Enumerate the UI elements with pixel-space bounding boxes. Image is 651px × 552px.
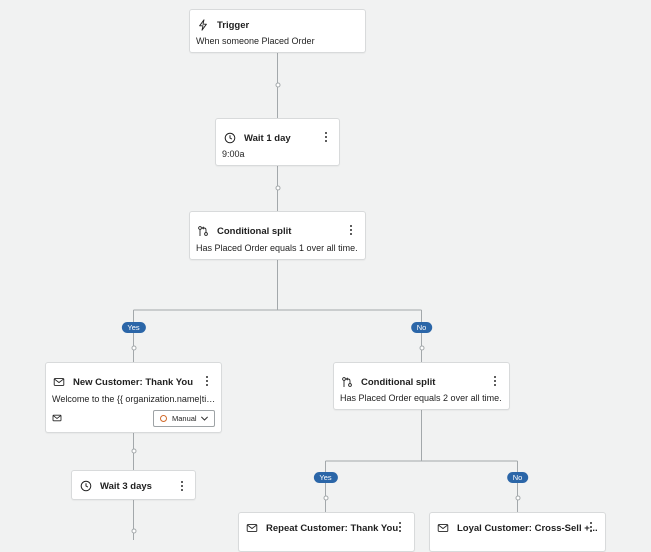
envelope-icon bbox=[53, 376, 65, 388]
sending-mode-value: Manual bbox=[172, 414, 197, 423]
chevron-down-icon bbox=[200, 414, 209, 423]
email-repeat-customer-card[interactable]: Repeat Customer: Thank You bbox=[238, 512, 415, 552]
wait-1-day-card[interactable]: Wait 1 day 9:00a bbox=[215, 118, 340, 166]
flow-connectors bbox=[133, 53, 518, 540]
wait-1-day-title: Wait 1 day bbox=[244, 132, 291, 144]
sending-mode-dropdown[interactable]: Manual bbox=[153, 410, 215, 427]
connector-dot[interactable] bbox=[131, 448, 136, 454]
conditional-split-title: Conditional split bbox=[361, 376, 436, 388]
email-new-customer-card[interactable]: New Customer: Thank You Welcome to the {… bbox=[45, 362, 222, 433]
connector-dot[interactable] bbox=[275, 82, 280, 88]
conditional-split-condition: Has Placed Order equals 1 over all time. bbox=[196, 243, 358, 253]
clock-icon bbox=[224, 132, 236, 144]
conditional-split-card[interactable]: Conditional split Has Placed Order equal… bbox=[189, 211, 366, 260]
branch-no-pill: No bbox=[506, 472, 529, 483]
email-title: Loyal Customer: Cross-Sell +... bbox=[457, 522, 598, 534]
conditional-split-condition: Has Placed Order equals 2 over all time. bbox=[340, 393, 502, 403]
connector-dot[interactable] bbox=[275, 185, 280, 191]
more-vertical-icon[interactable] bbox=[200, 372, 214, 390]
split-icon bbox=[197, 225, 209, 237]
flow-canvas: Yes No Yes No Trigger When someone Place… bbox=[45, 9, 606, 552]
clock-icon bbox=[80, 480, 92, 492]
more-vertical-icon[interactable] bbox=[393, 518, 407, 536]
more-vertical-icon[interactable] bbox=[488, 372, 502, 390]
connector-dot[interactable] bbox=[515, 495, 520, 501]
wait-1-day-time: 9:00a bbox=[222, 149, 245, 159]
trigger-title: Trigger bbox=[217, 19, 250, 31]
wait-3-days-card[interactable]: Wait 3 days bbox=[71, 470, 196, 500]
email-loyal-customer-card[interactable]: Loyal Customer: Cross-Sell +... bbox=[429, 512, 606, 552]
conditional-split-card[interactable]: Conditional split Has Placed Order equal… bbox=[333, 362, 510, 410]
split-icon bbox=[341, 376, 353, 388]
email-title: New Customer: Thank You bbox=[73, 376, 193, 388]
envelope-icon bbox=[52, 413, 62, 423]
wait-3-days-title: Wait 3 days bbox=[100, 480, 152, 492]
status-dot-icon bbox=[160, 415, 167, 422]
branch-yes-pill: Yes bbox=[121, 322, 146, 333]
email-preview-text: Welcome to the {{ organization.name|titl… bbox=[52, 394, 216, 404]
email-title: Repeat Customer: Thank You bbox=[266, 522, 399, 534]
connector-dot[interactable] bbox=[131, 528, 136, 534]
connector-dot[interactable] bbox=[323, 495, 328, 501]
branch-yes-pill: Yes bbox=[313, 472, 338, 483]
connector-dot[interactable] bbox=[131, 345, 136, 351]
lightning-icon bbox=[197, 19, 209, 31]
more-vertical-icon[interactable] bbox=[175, 477, 189, 495]
branch-no-pill: No bbox=[410, 322, 433, 333]
trigger-description: When someone Placed Order bbox=[196, 36, 315, 46]
conditional-split-title: Conditional split bbox=[217, 225, 292, 237]
more-vertical-icon[interactable] bbox=[344, 221, 358, 239]
more-vertical-icon[interactable] bbox=[319, 128, 333, 146]
envelope-icon bbox=[246, 522, 258, 534]
more-vertical-icon[interactable] bbox=[584, 518, 598, 536]
connector-dot[interactable] bbox=[419, 345, 424, 351]
trigger-card[interactable]: Trigger When someone Placed Order bbox=[189, 9, 366, 53]
envelope-icon bbox=[437, 522, 449, 534]
